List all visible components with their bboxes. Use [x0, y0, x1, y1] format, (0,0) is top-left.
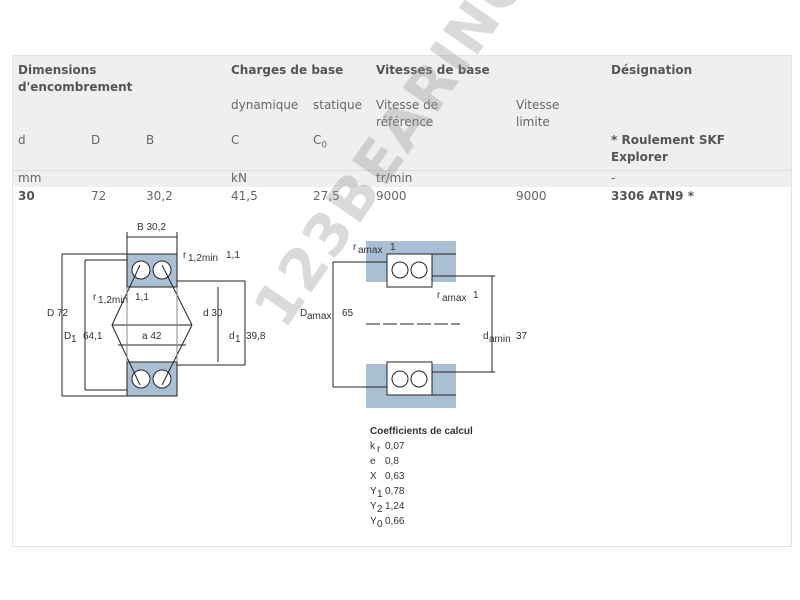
col-C0-sub: 0	[321, 140, 328, 151]
label-d: d 30	[203, 308, 223, 319]
unit-speed: tr/min	[376, 171, 413, 185]
row-ref-speed: 9000	[376, 189, 407, 203]
header-charges: Charges de base	[231, 63, 344, 77]
header-vitesse-lim-2: limite	[516, 115, 550, 129]
coefficient-v: 0,78	[385, 486, 405, 497]
label-r1: r	[183, 250, 187, 261]
coefficient-k: e	[370, 456, 376, 467]
coefficients-title: Coefficients de calcul	[370, 426, 473, 437]
unit-designation: -	[611, 171, 616, 185]
coefficient-k: Y	[370, 501, 377, 512]
label-da: d	[483, 331, 489, 342]
label-ra2: r	[437, 290, 441, 301]
col-C0-label: C	[313, 133, 322, 147]
right-drawing	[332, 241, 495, 408]
label-D1-sub: 1	[71, 334, 77, 345]
label-r2-sub: 1,2min	[98, 295, 128, 306]
coefficient-v: 0,8	[385, 456, 399, 467]
units-row	[13, 170, 791, 187]
table-header	[13, 56, 791, 186]
header-explorer: * Roulement SKF	[611, 133, 725, 147]
coefficient-k: k	[370, 441, 376, 452]
label-r2-val: 1,1	[135, 292, 149, 303]
label-ra1-sub: amax	[358, 245, 382, 256]
label-r1-val: 1,1	[226, 250, 240, 261]
label-ra1-val: 1	[390, 242, 396, 253]
header-dimensions: Dimensions	[18, 63, 97, 77]
row-C0: 27,5	[313, 189, 340, 203]
coefficient-sub: 2	[377, 504, 383, 515]
label-D: D 72	[47, 308, 69, 319]
row-lim-speed: 9000	[516, 189, 547, 203]
label-a: a 42	[142, 331, 162, 342]
label-B: B 30,2	[137, 222, 166, 233]
label-da-val: 37	[516, 331, 528, 342]
header-vitesses: Vitesses de base	[376, 63, 490, 77]
label-Da-sub: amax	[307, 311, 331, 322]
coefficient-k: Y	[370, 486, 377, 497]
coefficient-k: X	[370, 471, 377, 482]
col-C0: C0	[313, 132, 327, 154]
coefficient-v: 0,07	[385, 441, 405, 452]
header-vitesse-ref: Vitesse de	[376, 98, 439, 112]
bearing-data-panel: Dimensions d'encombrement Charges de bas…	[12, 55, 792, 547]
label-r1-sub: 1,2min	[188, 253, 218, 264]
label-D1: D	[64, 331, 71, 342]
unit-mm: mm	[18, 171, 42, 185]
coefficient-v: 0,63	[385, 471, 405, 482]
header-vitesse-ref-2: référence	[376, 115, 434, 129]
row-designation: 3306 ATN9 *	[611, 189, 694, 203]
label-d1-sub: 1	[235, 334, 241, 345]
coefficient-v: 0,66	[385, 516, 405, 527]
label-ra2-sub: amax	[442, 293, 466, 304]
label-r2: r	[93, 292, 97, 303]
col-B: B	[146, 133, 155, 147]
coefficient-sub: 0	[377, 519, 383, 530]
col-D: D	[91, 133, 101, 147]
row-B: 30,2	[146, 189, 173, 203]
label-Da-val: 65	[342, 308, 354, 319]
header-vitesse-lim: Vitesse	[516, 98, 560, 112]
header-dynamique: dynamique	[231, 98, 299, 112]
left-drawing	[61, 232, 246, 397]
label-ra2-val: 1	[473, 290, 479, 301]
label-D1-val: 64,1	[83, 331, 103, 342]
label-da-sub: amin	[489, 334, 511, 345]
coefficient-sub: 1	[377, 489, 383, 500]
label-d1-val: 39,8	[246, 331, 266, 342]
unit-kn: kN	[231, 171, 247, 185]
coefficient-sub: r	[377, 444, 381, 455]
header-designation: Désignation	[611, 63, 693, 77]
header-dimensions-2: d'encombrement	[18, 80, 133, 94]
row-d: 30	[18, 189, 35, 203]
header-statique: statique	[313, 98, 362, 112]
row-C: 41,5	[231, 189, 258, 203]
label-d1: d	[229, 331, 235, 342]
coefficient-v: 1,24	[385, 501, 405, 512]
col-d: d	[18, 133, 26, 147]
row-D: 72	[91, 189, 107, 203]
label-Da: D	[300, 308, 307, 319]
col-C: C	[231, 133, 240, 147]
coefficient-k: Y	[370, 516, 377, 527]
header-explorer-2: Explorer	[611, 150, 668, 164]
label-ra1: r	[353, 242, 357, 253]
